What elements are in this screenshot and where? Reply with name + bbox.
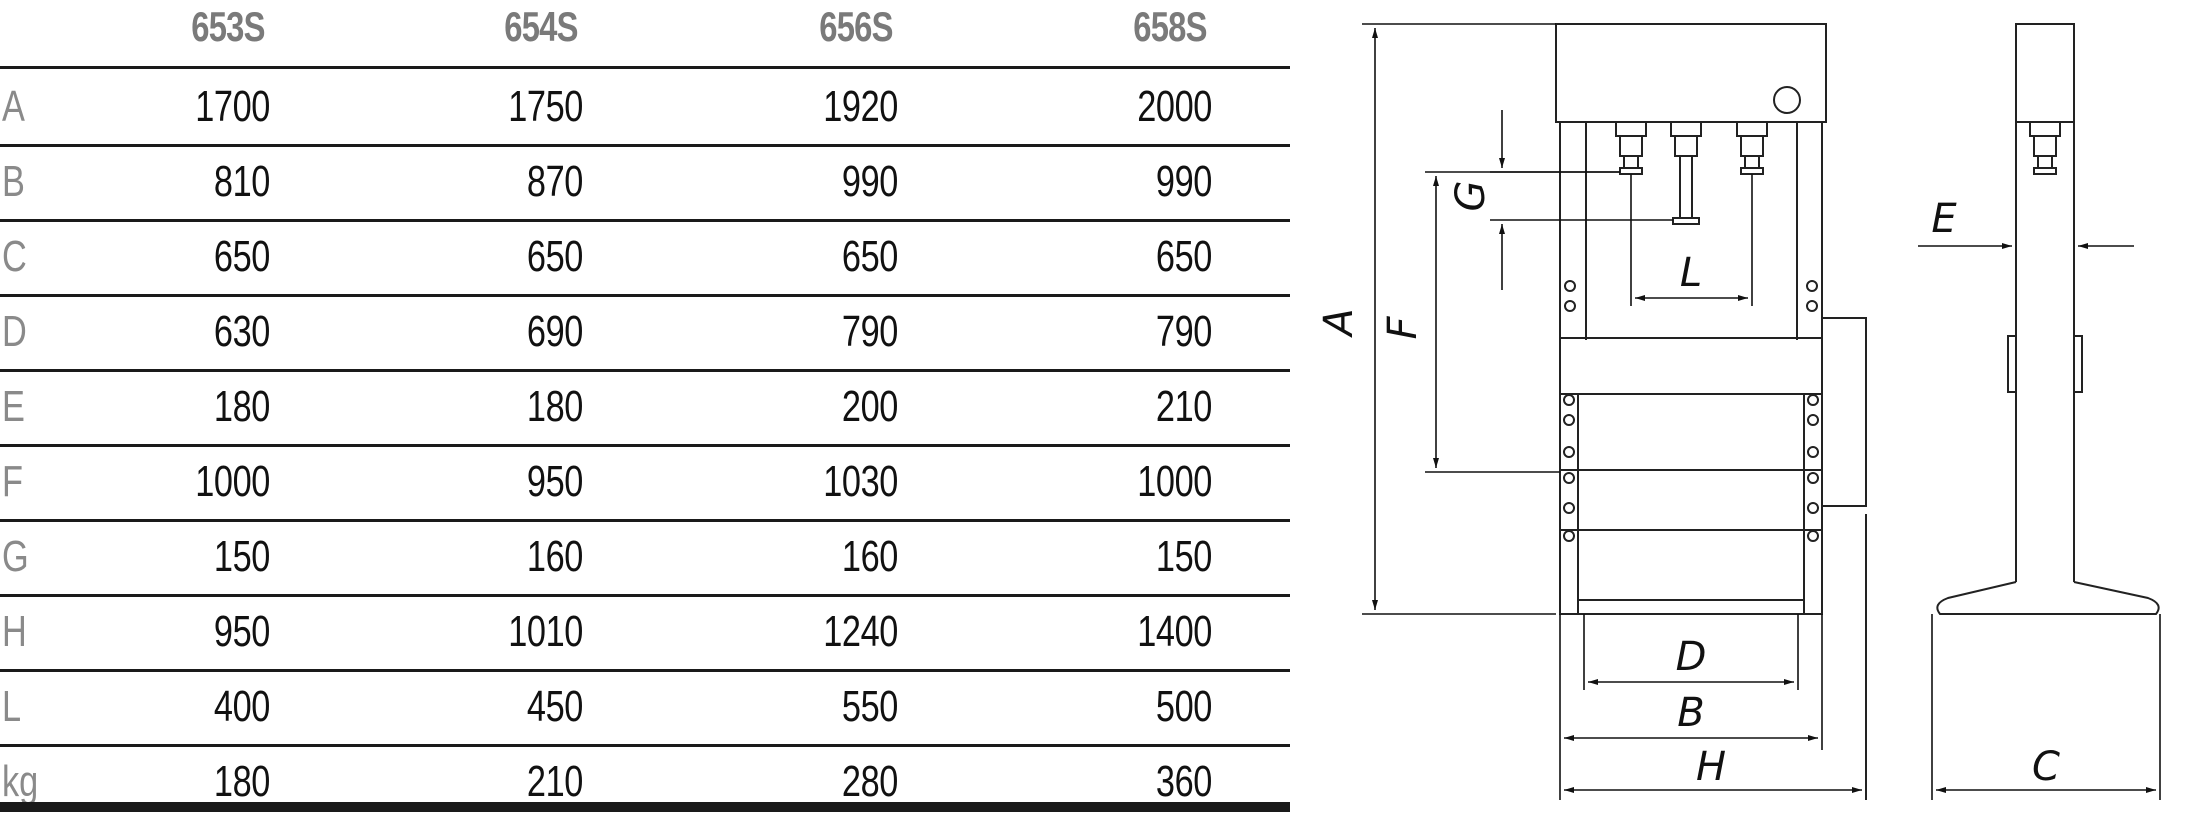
table-cell: 1010 [508,607,583,656]
row-label: E [2,382,25,431]
dimension-label-f: F [1380,316,1426,340]
table-cell: 160 [526,532,583,581]
table-cell: 650 [1155,232,1212,281]
dimension-label-c: C [2032,744,2060,790]
dimension-label-d: D [1676,634,1707,680]
table-row: kg 180 210 280 360 [0,744,1290,819]
table-cell: 210 [526,757,583,806]
press-head [1555,23,1827,123]
table-cell: 650 [213,232,270,281]
table-row: L 400 450 550 500 [0,669,1290,747]
table-cell: 1000 [1137,457,1212,506]
table-row: A 1700 1750 1920 2000 [0,69,1290,147]
column-header-653s: 653S [191,3,265,50]
cylinder-left [1615,121,1647,175]
row-label: H [2,607,27,656]
table-row: B 810 870 990 990 [0,144,1290,222]
row-label: C [2,232,27,281]
table-cell: 550 [841,682,898,731]
table-cell: 870 [526,157,583,206]
table-row: C 650 650 650 650 [0,219,1290,297]
row-label: D [2,307,27,356]
dimension-label-g: G [1448,181,1494,212]
dimension-label-b: B [1677,690,1704,736]
table-row: D 630 690 790 790 [0,294,1290,372]
table-cell: 1000 [195,457,270,506]
column-header-656s: 656S [819,3,893,50]
table-cell: 630 [213,307,270,356]
frame-holes [1563,280,1819,542]
table-cell: 360 [1155,757,1212,806]
table-cell: 690 [526,307,583,356]
dimension-label-h: H [1696,744,1726,790]
table-cell: 210 [1155,382,1212,431]
table-cell: 990 [1155,157,1212,206]
press-dimension-drawing: A F G L D B H C E [1316,23,2161,800]
table-row: F 1000 950 1030 1000 [0,444,1290,522]
dimension-label-a: A [1316,308,1362,338]
dimension-label-e: E [1931,196,1957,242]
table-cell: 650 [841,232,898,281]
press-side-view [1936,23,2160,615]
cylinder-right [1736,121,1768,175]
table-cell: 1750 [508,82,583,131]
table-header-row: 653S 654S 656S 658S [0,0,1290,69]
table-cell: 1030 [823,457,898,506]
table-cell: 650 [526,232,583,281]
table-cell: 150 [1155,532,1212,581]
pressure-gauge-icon [1773,86,1801,114]
table-cell: 2000 [1137,82,1212,131]
row-label: L [2,682,22,731]
dimension-lines [1362,23,2161,800]
table-cell: 450 [526,682,583,731]
row-label: B [2,157,25,206]
table-cell: 950 [526,457,583,506]
table-cell: 1400 [1137,607,1212,656]
table-cell: 1240 [823,607,898,656]
cylinder-center [1670,121,1702,225]
column-header-658s: 658S [1133,3,1207,50]
table-row: G 150 160 160 150 [0,519,1290,597]
column-header-654s: 654S [504,3,578,50]
table-cell: 790 [841,307,898,356]
table-cell: 150 [213,532,270,581]
table-cell: 990 [841,157,898,206]
table-cell: 400 [213,682,270,731]
table-bottom-rule [0,802,1290,812]
table-cell: 180 [526,382,583,431]
table-cell: 180 [213,382,270,431]
table-cell: 1920 [823,82,898,131]
table-cell: 950 [213,607,270,656]
table-cell: 810 [213,157,270,206]
table-row: H 950 1010 1240 1400 [0,594,1290,672]
row-label: G [2,532,29,581]
table-cell: 200 [841,382,898,431]
table-cell: 180 [213,757,270,806]
table-row: E 180 180 200 210 [0,369,1290,447]
press-bed [1559,337,1823,395]
row-label: F [2,457,23,506]
dimension-label-l: L [1680,250,1702,296]
table-cell: 160 [841,532,898,581]
table-cell: 790 [1155,307,1212,356]
table-cell: 1700 [195,82,270,131]
row-label: A [2,82,25,131]
row-label: kg [2,757,39,806]
table-cell: 500 [1155,682,1212,731]
table-cell: 280 [841,757,898,806]
